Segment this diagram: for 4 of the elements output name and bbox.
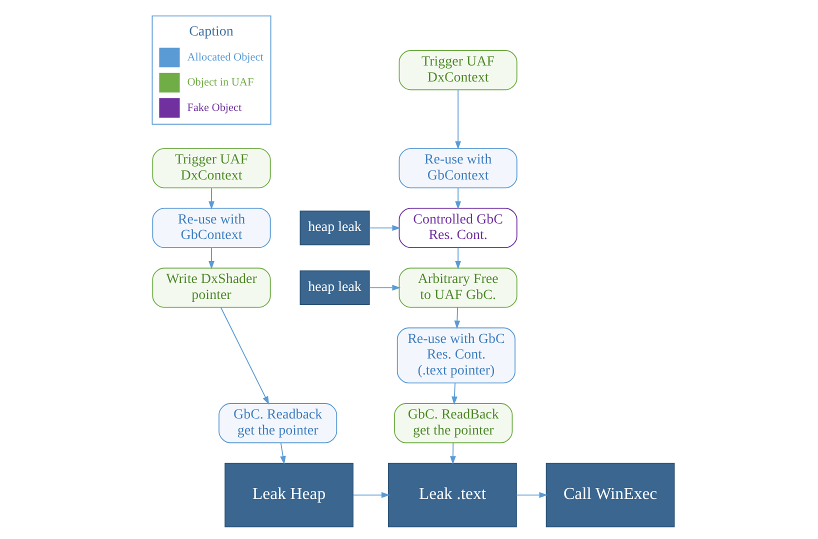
legend-label: Allocated Object <box>186 51 263 64</box>
legend-label: Object in UAF <box>186 76 254 89</box>
legend-label: Fake Object <box>186 102 242 114</box>
label: Caption <box>188 24 233 40</box>
